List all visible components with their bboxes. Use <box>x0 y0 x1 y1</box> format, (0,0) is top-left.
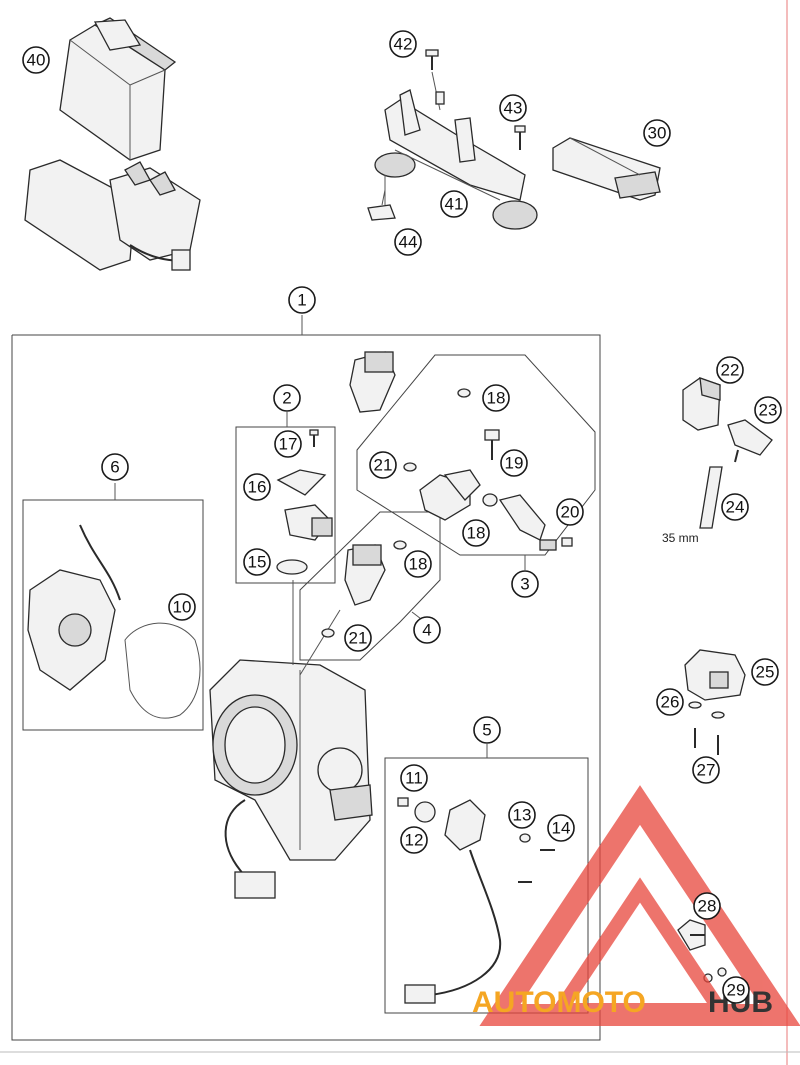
svg-text:23: 23 <box>759 401 778 420</box>
svg-text:6: 6 <box>110 458 119 477</box>
callout-1: 1 <box>288 286 316 314</box>
handlebar-switch-part-41 <box>374 89 538 230</box>
svg-text:18: 18 <box>409 555 428 574</box>
svg-text:18: 18 <box>467 524 486 543</box>
svg-text:41: 41 <box>445 195 464 214</box>
bracket-part-25 <box>684 649 746 701</box>
svg-text:10: 10 <box>173 598 192 617</box>
bolt-part-27 <box>694 728 719 755</box>
sensor-part-group-2 <box>276 429 333 575</box>
svg-text:42: 42 <box>394 35 413 54</box>
module-part-30 <box>552 137 661 201</box>
callout-2: 2 <box>273 384 301 412</box>
injector-group-4 <box>321 540 407 638</box>
svg-text:40: 40 <box>27 51 46 70</box>
callout-18-top: 18 <box>482 384 510 412</box>
callout-22: 22 <box>716 356 744 384</box>
callout-42: 42 <box>389 30 417 58</box>
screw-part-42 <box>425 49 445 111</box>
svg-text:12: 12 <box>405 831 424 850</box>
svg-text:21: 21 <box>349 629 368 648</box>
svg-text:22: 22 <box>721 361 740 380</box>
svg-text:11: 11 <box>405 769 423 788</box>
clip-part-44 <box>367 189 396 221</box>
cover-group-6 <box>27 524 201 719</box>
svg-text:30: 30 <box>648 124 667 143</box>
svg-text:21: 21 <box>374 456 393 475</box>
callout-18-low: 18 <box>404 550 432 578</box>
callout-15: 15 <box>243 548 271 576</box>
svg-text:14: 14 <box>552 819 571 838</box>
svg-text:44: 44 <box>399 233 418 252</box>
svg-text:20: 20 <box>561 503 580 522</box>
callout-26: 26 <box>656 688 684 716</box>
callout-43: 43 <box>499 94 527 122</box>
callout-19: 19 <box>500 449 528 477</box>
callout-21-low: 21 <box>344 624 372 652</box>
callout-40: 40 <box>22 46 50 74</box>
svg-text:19: 19 <box>505 454 524 473</box>
svg-text:5: 5 <box>482 721 491 740</box>
ecu-part-40 <box>59 17 177 161</box>
callout-20: 20 <box>556 498 584 526</box>
svg-text:16: 16 <box>248 478 267 497</box>
ecu-bracket-part <box>24 159 201 271</box>
svg-text:28: 28 <box>698 897 717 916</box>
svg-text:29: 29 <box>727 981 746 1000</box>
callout-3: 3 <box>511 570 539 598</box>
washer-part-26 <box>688 701 725 719</box>
svg-text:4: 4 <box>422 621 431 640</box>
svg-text:24: 24 <box>726 498 745 517</box>
svg-text:43: 43 <box>504 99 523 118</box>
group-2-frame <box>235 426 336 584</box>
hose-part-24 <box>699 466 723 529</box>
callout-28: 28 <box>693 892 721 920</box>
throttle-body <box>209 580 373 899</box>
callout-24: 24 <box>721 493 749 521</box>
svg-text:26: 26 <box>661 693 680 712</box>
svg-text:1: 1 <box>297 291 306 310</box>
screw-part-43 <box>514 125 526 150</box>
connector-part-22 <box>682 377 721 431</box>
callout-18-mid: 18 <box>462 519 490 547</box>
svg-text:3: 3 <box>520 575 529 594</box>
sensor-group-5 <box>397 797 555 1004</box>
sensor-part-28 <box>677 919 706 951</box>
callout-16: 16 <box>243 473 271 501</box>
injector-group-3 <box>349 351 573 551</box>
callout-13: 13 <box>508 801 536 829</box>
callout-21-top: 21 <box>369 451 397 479</box>
svg-text:13: 13 <box>513 806 532 825</box>
callout-25: 25 <box>751 658 779 686</box>
dimension-label: 35 mm <box>662 531 699 545</box>
callout-10: 10 <box>168 593 196 621</box>
group-6-frame <box>22 499 204 731</box>
group-1-frame <box>11 334 601 1041</box>
watermark-text-main: AUTOMOTO <box>472 986 646 1019</box>
callout-14: 14 <box>547 814 575 842</box>
callout-29: 29 <box>722 976 750 1004</box>
svg-text:15: 15 <box>248 553 267 572</box>
callout-44: 44 <box>394 228 422 256</box>
svg-text:25: 25 <box>756 663 775 682</box>
svg-text:27: 27 <box>697 761 716 780</box>
svg-text:2: 2 <box>282 389 291 408</box>
group-5-frame <box>384 757 589 1014</box>
callout-12: 12 <box>400 826 428 854</box>
callout-5: 5 <box>473 716 501 744</box>
group-4-frame <box>299 511 441 661</box>
callout-4: 4 <box>413 616 441 644</box>
callout-6: 6 <box>101 453 129 481</box>
callout-27: 27 <box>692 756 720 784</box>
svg-text:17: 17 <box>279 435 298 454</box>
callout-41: 41 <box>440 190 468 218</box>
callout-30: 30 <box>643 119 671 147</box>
sensor-part-23 <box>727 419 773 463</box>
callout-11: 11 <box>400 764 428 792</box>
callout-23: 23 <box>754 396 782 424</box>
callout-17: 17 <box>274 430 302 458</box>
svg-text:18: 18 <box>487 389 506 408</box>
